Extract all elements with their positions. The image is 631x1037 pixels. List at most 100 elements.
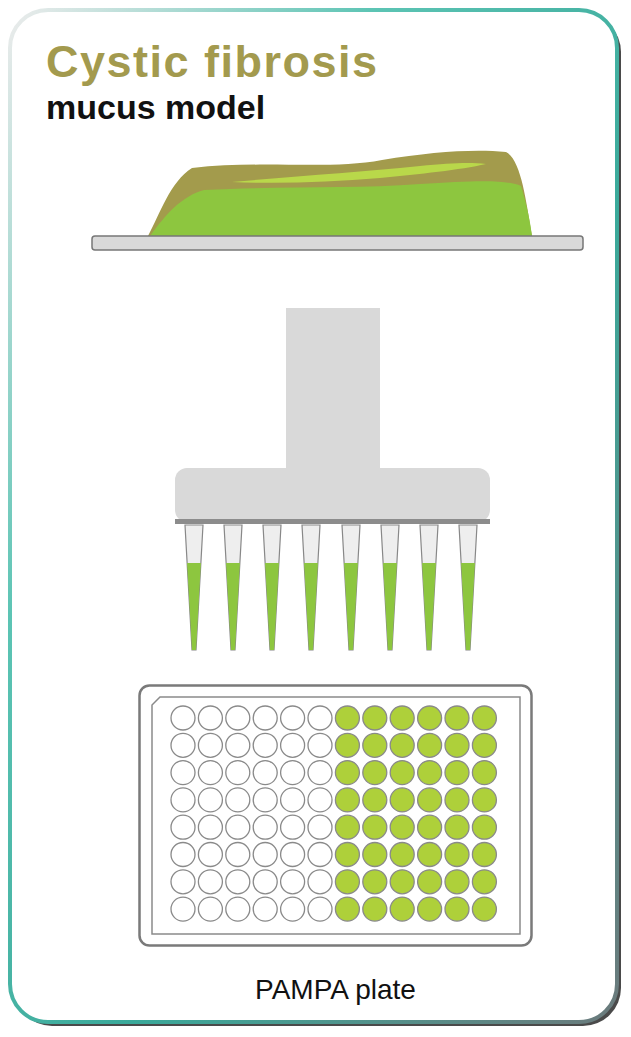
- plate-well: [418, 788, 442, 812]
- plate-well: [390, 706, 414, 730]
- subtitle-text: mucus model: [46, 88, 265, 127]
- plate-well: [253, 788, 277, 812]
- plate-well: [171, 706, 195, 730]
- plate-well: [226, 761, 250, 785]
- plate-well: [445, 733, 469, 757]
- plate-well: [198, 843, 222, 867]
- plate-well: [253, 815, 277, 839]
- plate-well: [445, 870, 469, 894]
- plate-well: [390, 788, 414, 812]
- plate-well: [363, 761, 387, 785]
- plate-well: [198, 870, 222, 894]
- plate-well: [226, 843, 250, 867]
- plate-well: [363, 733, 387, 757]
- plate-well: [335, 706, 359, 730]
- plate-well: [363, 870, 387, 894]
- plate-well: [308, 843, 332, 867]
- plate-well: [226, 788, 250, 812]
- node-shape: [138, 684, 533, 947]
- pampa-plate: PAMPA plate: [138, 684, 533, 947]
- plate-well: [445, 843, 469, 867]
- plate-well: [281, 733, 305, 757]
- plate-well: [363, 843, 387, 867]
- plate-well: [253, 733, 277, 757]
- plate-well: [198, 788, 222, 812]
- plate-well: [198, 706, 222, 730]
- plate-well: [445, 788, 469, 812]
- plate-well: [335, 733, 359, 757]
- plate-well: [281, 870, 305, 894]
- plate-well: [198, 733, 222, 757]
- plate-well: [390, 870, 414, 894]
- plate-well: [281, 843, 305, 867]
- plate-well: [472, 815, 496, 839]
- plate-well: [445, 761, 469, 785]
- plate-well: [390, 897, 414, 921]
- plate-well: [335, 815, 359, 839]
- plate-well: [418, 761, 442, 785]
- plate-well: [335, 761, 359, 785]
- plate-well: [418, 733, 442, 757]
- plate-well: [472, 761, 496, 785]
- plate-well: [281, 706, 305, 730]
- plate-well: [171, 815, 195, 839]
- plate-well: [171, 733, 195, 757]
- plate-well: [363, 788, 387, 812]
- plate-well: [198, 897, 222, 921]
- title-text: Cystic fibrosis: [46, 36, 379, 88]
- plate-well: [472, 733, 496, 757]
- plate-well: [418, 897, 442, 921]
- plate-well: [171, 897, 195, 921]
- plate-well: [472, 870, 496, 894]
- plate-well: [472, 788, 496, 812]
- plate-well: [226, 870, 250, 894]
- plate-well: [308, 870, 332, 894]
- plate-well: [281, 788, 305, 812]
- plate-well: [171, 843, 195, 867]
- plate-well: [308, 788, 332, 812]
- plate-well: [363, 706, 387, 730]
- card-border: [10, 10, 617, 1022]
- card-panel: Cystic fibrosismucus modelPAMPA plate: [8, 8, 625, 1030]
- plate-well: [281, 761, 305, 785]
- plate-well: [418, 843, 442, 867]
- caption-text: PAMPA plate: [98, 974, 573, 1006]
- plate-well: [308, 815, 332, 839]
- plate-inner-frame: [152, 697, 520, 934]
- plate-well: [363, 897, 387, 921]
- plate-well: [281, 815, 305, 839]
- plate-well: [445, 897, 469, 921]
- plate-well: [472, 897, 496, 921]
- plate-well: [335, 843, 359, 867]
- plate-well: [226, 706, 250, 730]
- plate-well: [226, 897, 250, 921]
- plate-well: [308, 706, 332, 730]
- plate-well: [226, 815, 250, 839]
- plate-well: [253, 761, 277, 785]
- plate-well: [390, 815, 414, 839]
- plate-well: [418, 706, 442, 730]
- plate-well: [335, 788, 359, 812]
- plate-well: [445, 815, 469, 839]
- plate-well: [418, 815, 442, 839]
- plate-well: [390, 761, 414, 785]
- plate-well: [171, 788, 195, 812]
- plate-well: [281, 897, 305, 921]
- plate-well: [390, 733, 414, 757]
- plate-well: [253, 870, 277, 894]
- plate-well: [335, 897, 359, 921]
- plate-outline: [140, 686, 532, 946]
- plate-well: [445, 706, 469, 730]
- plate-well: [226, 733, 250, 757]
- plate-well: [308, 733, 332, 757]
- plate-well: [308, 761, 332, 785]
- plate-well: [363, 815, 387, 839]
- plate-well: [171, 761, 195, 785]
- plate-well: [418, 870, 442, 894]
- plate-well: [335, 870, 359, 894]
- plate-well: [390, 843, 414, 867]
- plate-well: [253, 897, 277, 921]
- plate-well: [253, 843, 277, 867]
- plate-well: [253, 706, 277, 730]
